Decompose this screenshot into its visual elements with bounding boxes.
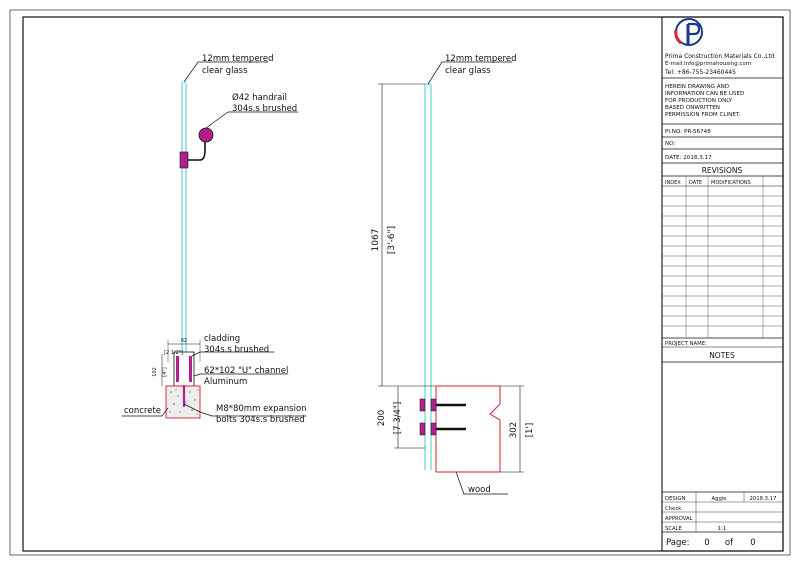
dim-width-inch: [2 1/2"] xyxy=(164,350,183,356)
standoff-clamp-upper xyxy=(419,398,466,412)
check-label: Check xyxy=(665,506,682,512)
mount-dim-inch: [7 3/4"] xyxy=(393,402,403,434)
notice-line-4: BASED ONWRITTEN xyxy=(665,105,720,111)
notice-line-2: INFORMATION CAN BE USED xyxy=(665,91,744,97)
standoff-clamp-lower xyxy=(419,422,466,436)
wood-leader xyxy=(455,471,508,495)
left-glass-label-1: 12mm tempered xyxy=(202,54,273,64)
page-of: of xyxy=(725,538,734,548)
rev-header-date: DATE xyxy=(689,180,702,186)
page-total: 0 xyxy=(750,538,755,548)
project-name-label: PROJECT NAME: xyxy=(665,341,707,347)
page-label: Page: xyxy=(666,538,689,548)
concrete-label: concrete xyxy=(124,406,161,416)
handrail-label-2: 304s.s brushed xyxy=(232,104,297,114)
company-email: E-mail:info@primahousing.com xyxy=(665,61,751,67)
page-current: 0 xyxy=(704,538,709,548)
left-detail: 12mm tempered clear glass Ø42 handrail 3… xyxy=(121,54,307,425)
date-field: DATE: 2018.3.17 xyxy=(665,155,712,161)
scale-label: SCALE xyxy=(665,526,683,532)
rev-header-index: INDEX xyxy=(665,180,681,186)
revisions-title: REVISIONS xyxy=(702,166,743,175)
company-tel: Tel: +86-755-23460445 xyxy=(664,69,736,76)
pi-number: PI.NO: PR-56748 xyxy=(665,129,711,135)
notice-line-5: PERMISSION FROM CLINET. xyxy=(665,112,741,118)
dim-depth-value: 102 xyxy=(152,367,158,377)
company-name: Prima Construction Materials Co.,Ltd xyxy=(665,53,775,60)
mount-dim-value: 200 xyxy=(377,410,387,426)
channel-label-1: 62*102 "U" channel xyxy=(204,366,288,376)
bolts-leader xyxy=(183,403,307,417)
cladding-leader xyxy=(191,351,275,357)
height-dim-value: 1067 xyxy=(371,229,381,252)
wood-post xyxy=(435,385,501,473)
rev-header-modifications: MODIFICATIONS xyxy=(711,180,751,186)
design-label: DESIGN xyxy=(665,496,685,502)
concrete-hatch xyxy=(169,389,199,415)
left-glass-label-2: clear glass xyxy=(202,66,248,76)
handrail-leader xyxy=(205,111,299,129)
company-logo xyxy=(674,18,703,46)
channel-leader xyxy=(193,373,289,377)
title-block xyxy=(661,16,784,552)
handrail-bracket-bend xyxy=(195,141,206,161)
height-dim-inch: [3'-6"] xyxy=(387,226,397,254)
cladding-left xyxy=(176,356,179,382)
post-dim-inch: [1'] xyxy=(525,423,535,437)
cladding-label-1: cladding xyxy=(204,334,240,344)
right-glass-label-1: 12mm tempered xyxy=(445,54,516,64)
channel-label-2: Aluminum xyxy=(204,377,247,387)
no-field: NO: xyxy=(665,141,675,147)
cladding-right xyxy=(189,356,192,382)
notes-title: NOTES xyxy=(709,351,735,360)
right-glass-leader xyxy=(427,61,512,85)
handrail-label-1: Ø42 handrail xyxy=(232,92,287,103)
approval-label: APPROVAL xyxy=(665,516,693,522)
bolts-label-2: bolts 304s.s brushed xyxy=(216,415,305,425)
wood-label: wood xyxy=(468,485,491,495)
notice-line-1: HEREIN DRAWING AND xyxy=(665,84,729,90)
dim-width-value: 62 xyxy=(181,338,187,344)
handrail-tube xyxy=(198,127,214,143)
notice-line-3: FOR PRODUCTION ONLY xyxy=(665,98,733,104)
right-glass-label-2: clear glass xyxy=(445,66,491,76)
revisions-grid xyxy=(662,176,783,338)
title-block-text: Prima Construction Materials Co.,Ltd E-m… xyxy=(664,53,776,548)
concrete-leader xyxy=(121,407,169,417)
left-glass-leader xyxy=(183,61,269,83)
bolts-label-1: M8*80mm expansion xyxy=(216,404,307,414)
design-date: 2018.3.17 xyxy=(750,496,777,502)
handrail-bracket-plate xyxy=(179,151,189,169)
outer-frame xyxy=(9,9,791,556)
post-dim-value: 302 xyxy=(509,422,519,438)
cladding-label-2: 304s.s brushed xyxy=(204,345,269,355)
scale-value: 1:1 xyxy=(718,526,727,532)
right-detail: 12mm tempered clear glass 1067 [3'-6"] 2… xyxy=(371,54,535,495)
dim-depth-inch: [4"] xyxy=(162,367,168,376)
design-name: Aggie xyxy=(711,496,726,502)
